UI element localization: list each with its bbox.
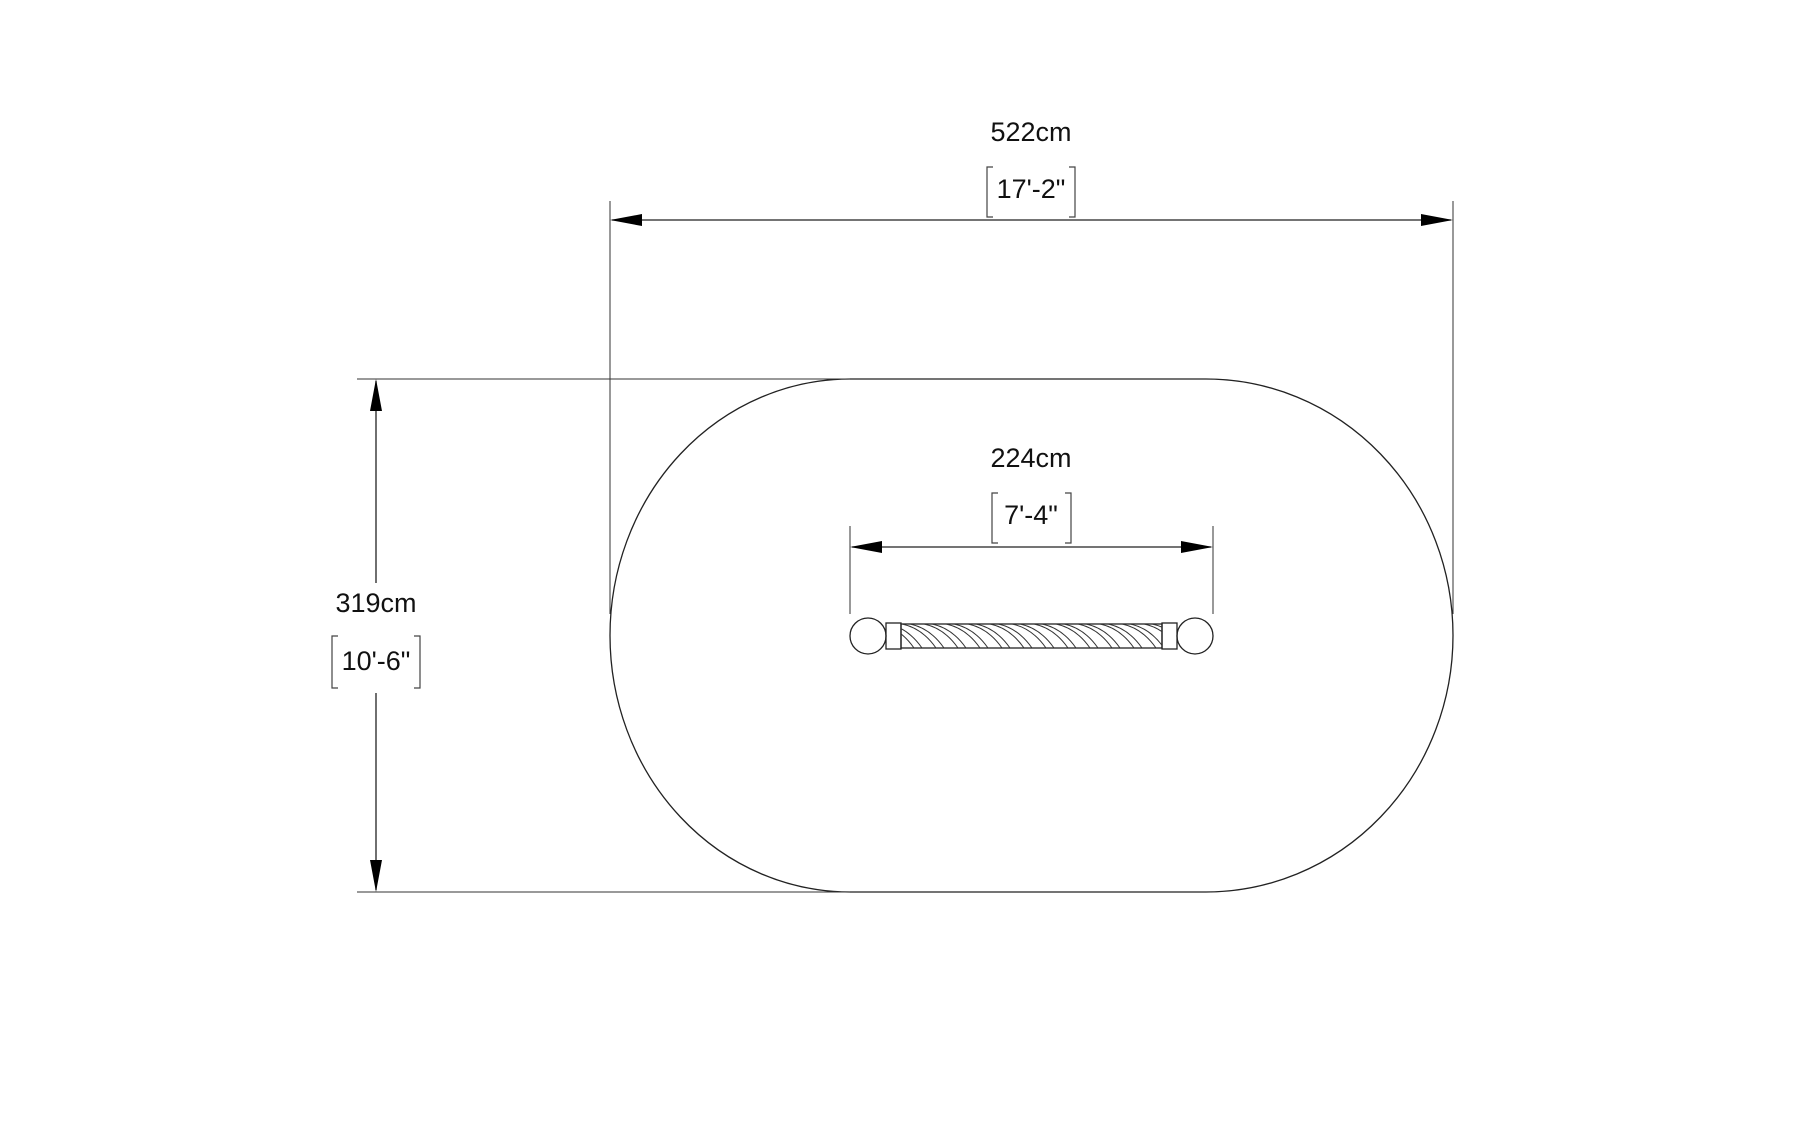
overall-length-metric: 522cm [990,117,1071,147]
safety-zone-outline [609,378,1454,893]
rope-twist-line [931,624,967,648]
rope-twist-line [923,624,959,648]
rope-twist-line [909,624,945,648]
rope-twist-line [945,624,981,648]
rope-twist-line [1121,624,1157,648]
rope-twist-line [901,628,923,648]
equipment-length-dimension: 224cm 7'-4" [849,443,1214,614]
rope-twist-line [1085,624,1121,648]
rope-twist-line [1063,624,1099,648]
rope-twist-line [1041,624,1077,648]
rope-twist-line [901,633,915,648]
rope-twist-line [1011,624,1047,648]
overall-length-imperial: 17'-2" [997,174,1066,204]
rope-twist-line [1107,624,1143,648]
rope-twist-line [1033,624,1069,648]
rope-twist-line [975,624,1011,648]
overall-width-imperial: 10'-6" [342,646,411,676]
overall-width-metric: 319cm [335,588,416,618]
rope-twist-lines [901,624,1162,648]
left-collar [885,622,902,650]
right-collar [1161,622,1178,650]
rope-twist-line [997,624,1033,648]
equipment-length-metric: 224cm [990,443,1071,473]
rope-twist-line [1129,624,1162,647]
rope-twist-line [989,624,1025,648]
rope-twist-line [967,624,1003,648]
rope-twist-line [1077,624,1113,648]
rope-twist-line [1143,624,1162,633]
rope-twist-line [1019,624,1055,648]
overall-length-dimension: 522cm 17'-2" [609,117,1454,614]
rope-twist-line [901,624,937,648]
left-ball-end [849,617,887,655]
rope-twist-line [1055,624,1091,648]
equipment-length-imperial: 7'-4" [1004,500,1058,530]
right-ball-end [1176,617,1214,655]
rope-twist-line [1099,624,1135,648]
twisted-rope-bar [849,617,1214,655]
rope-twist-line [953,624,989,648]
overall-width-dimension: 319cm 10'-6" [331,378,850,893]
rope-twist-line [1151,624,1162,628]
